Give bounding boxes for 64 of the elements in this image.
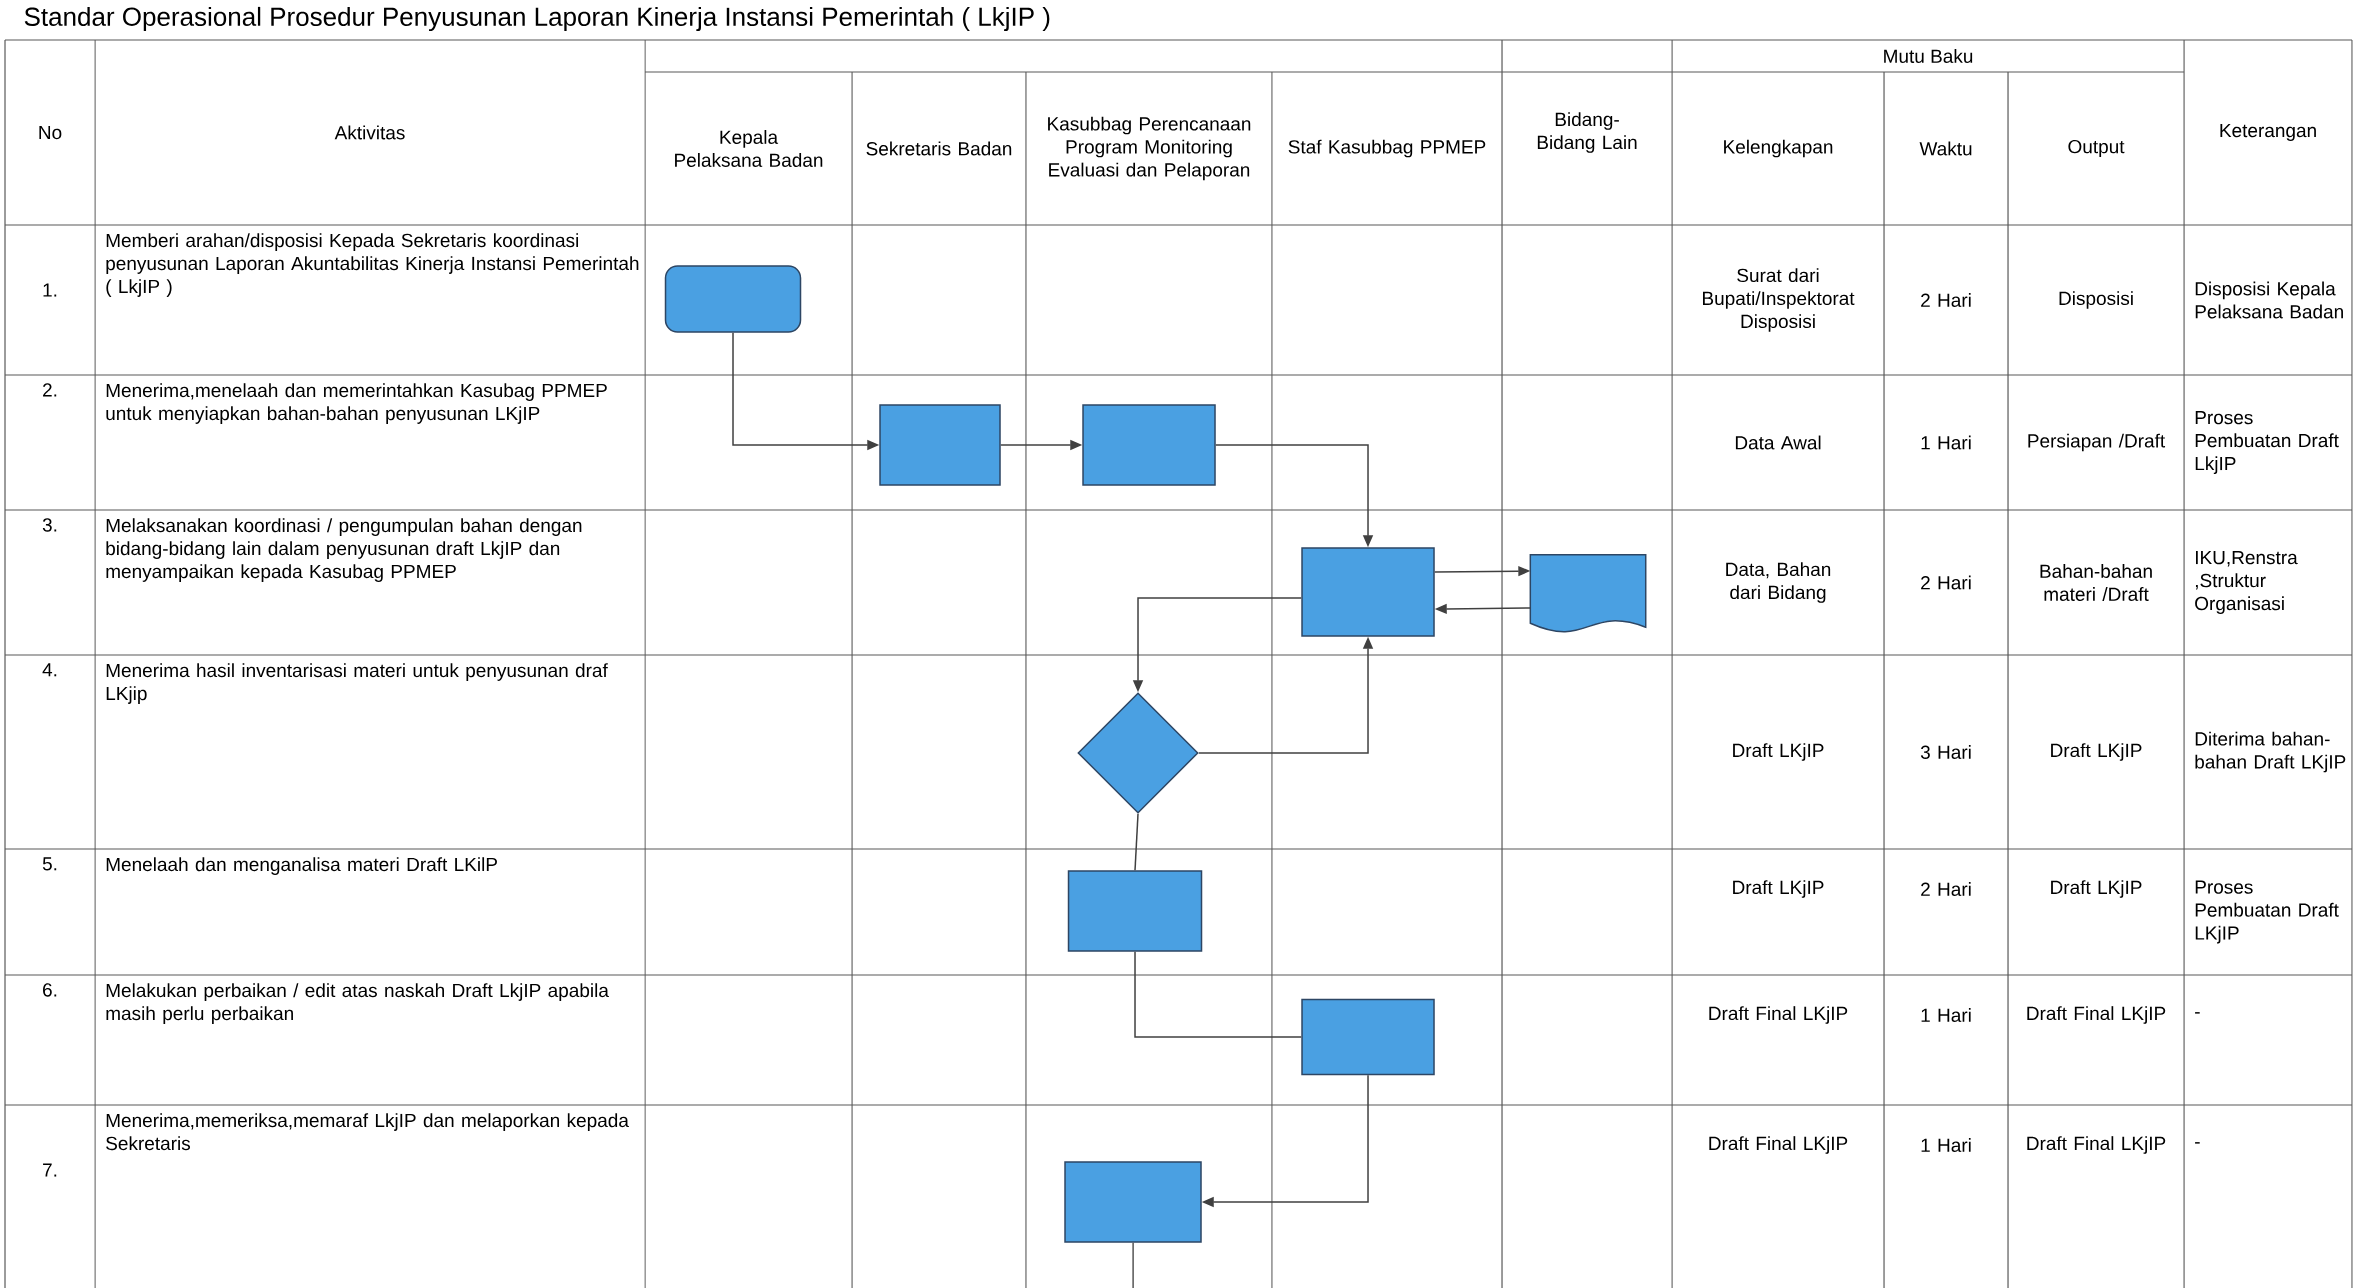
note-text: Proses Pembuatan Draft LKjIP [2195, 880, 2339, 944]
note-text: Disposisi Kepala Pelaksana Badan [2195, 281, 2343, 319]
cell-text: Bahan-bahan materi /Draft [2040, 564, 2152, 601]
process-box [1064, 1161, 1202, 1243]
column-header: Sekretaris Badan [866, 141, 1012, 156]
cell-text: Draft LKjIP [2051, 880, 2142, 898]
document-shape [1529, 554, 1647, 633]
note-text: - [2195, 1142, 2200, 1144]
cell-text: 1 Hari [1921, 435, 1971, 450]
cell-text: Draft LKjIP [2051, 743, 2142, 761]
activity-text: Menerima hasil inventarisasi materi untuk penyusunan draf LKjip [106, 663, 608, 704]
column-header: Kepala Pelaksana Badan [675, 130, 823, 167]
column-header: Staf Kasubbag PPMEP [1288, 139, 1486, 158]
process-box [1301, 547, 1435, 637]
activity-text: Menerima,menelaah dan memerintahkan Kasubag PPMEP untuk menyiapkan bahan-bahan penyusunan LKjIP [106, 383, 607, 424]
column-header: Aktivitas [334, 125, 405, 140]
column-header: Kasubbag Perencanaan Program Monitoring Evaluasi dan Pelaporan [1048, 116, 1251, 181]
cell-text: 2 Hari [1921, 882, 1971, 896]
column-header: Bidang- Bidang Lain [1537, 112, 1637, 153]
row-number: 6. [43, 983, 57, 997]
activity-text: Menerima,memeriksa,memaraf LkjIP dan melaporkan kepada Sekretaris [106, 1113, 629, 1151]
process-box [1067, 870, 1203, 952]
column-header: Kelengkapan [1724, 139, 1833, 158]
column-header: Keterangan [2220, 124, 2316, 141]
cell-text: Draft LKjIP [1733, 743, 1824, 761]
column-header: Mutu Baku [1884, 49, 1973, 63]
row-number: 4. [42, 663, 57, 677]
cell-text: 1 Hari [1921, 1138, 1971, 1152]
cell-text: Data, Bahan dari Bidang [1726, 562, 1831, 603]
activity-text: Menelaah dan menganalisa materi Draft LKilP [106, 857, 497, 875]
note-text: IKU,Renstra ,Struktur Organisasi [2195, 551, 2298, 614]
cell-text: Draft Final LKjIP [1709, 1006, 1848, 1024]
cell-text: Disposisi [2059, 291, 2133, 309]
cell-text: 2 Hari [1921, 293, 1971, 307]
cell-text: Persiapan /Draft [2028, 433, 2166, 452]
cell-text: 1 Hari [1921, 1008, 1971, 1022]
process-box [879, 404, 1001, 486]
activity-text: Memberi arahan/disposisi Kepada Sekretaris koordinasi penyusunan Laporan Akuntabilitas Kinerja Instansi Pemerintah ( LkjIP ) [106, 233, 639, 297]
cell-text: Draft Final LKjIP [2027, 1006, 2166, 1024]
activity-text: Melakukan perbaikan / edit atas naskah Draft LkjIP apabila masih perlu perbaikan [106, 983, 609, 1024]
note-text: - [2195, 1012, 2200, 1014]
cell-text: Draft Final LKjIP [2027, 1136, 2166, 1154]
cell-text: 3 Hari [1920, 745, 1971, 759]
cell-text: 2 Hari [1921, 575, 1971, 590]
process-box [664, 265, 802, 333]
cell-text: Draft Final LKjIP [1709, 1136, 1848, 1154]
row-number: 3. [42, 518, 57, 532]
note-text: Diterima bahan-bahan Draft LKjIP [2195, 731, 2346, 773]
row-number: 5. [42, 857, 57, 871]
title: Standar Operasional Prosedur Penyusunan Laporan Kinerja Instansi Pemerintah ( LkjIP ) [24, 6, 1050, 32]
decision-diamond [1077, 692, 1199, 814]
column-header: No [39, 125, 62, 140]
column-header: Waktu [1919, 141, 1972, 156]
process-box [1301, 998, 1435, 1076]
note-text: Proses Pembuatan Draft LkjIP [2195, 411, 2339, 474]
row-number: 7. [43, 1163, 57, 1177]
row-number: 2. [43, 383, 57, 397]
column-header: Output [2068, 139, 2125, 158]
process-box [1082, 404, 1216, 486]
activity-text: Melaksanakan koordinasi / pengumpulan bahan dengan bidang-bidang lain dalam penyusunan draft LkjIP dan menyampaikan kepada Kasubag PPMEP [106, 518, 582, 582]
cell-text: Data Awal [1735, 435, 1821, 450]
row-number: 1. [43, 283, 57, 297]
cell-text: Surat dari Bupati/Inspektorat Disposisi [1703, 268, 1855, 332]
cell-text: Draft LKjIP [1733, 880, 1824, 898]
